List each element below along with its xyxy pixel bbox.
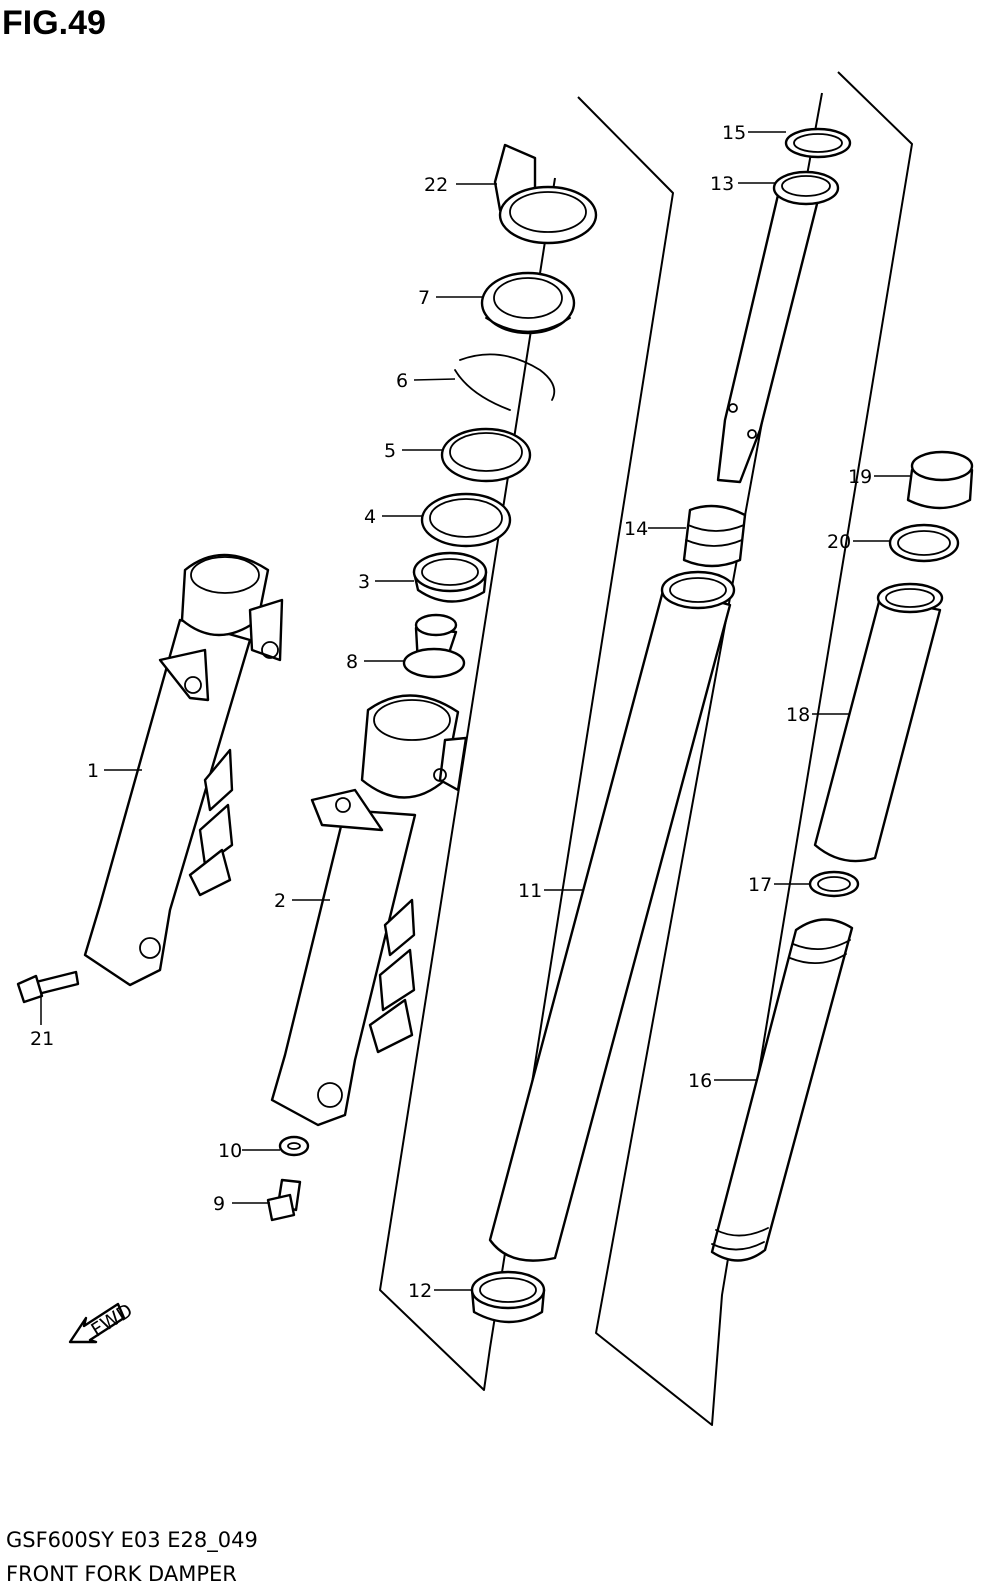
callout-9: 9 [213,1193,225,1215]
callout-14: 14 [624,518,648,540]
callout-4: 4 [364,506,376,528]
assembly-frame-right [595,71,913,1426]
callout-1: 1 [87,760,99,782]
callout-12: 12 [408,1280,432,1302]
part-12-bushing [470,1270,546,1324]
part-10-gasket [278,1135,310,1157]
part-16-fork-spring [710,918,854,1262]
fwd-label: FWD [87,1299,136,1341]
callout-15: 15 [722,122,746,144]
part-9-bolt [266,1178,302,1222]
callout-2: 2 [274,890,286,912]
part-13-damper-rod [716,170,840,484]
leader-lines [40,131,910,1291]
part-8-oil-lock-piece [402,613,466,679]
part-15-ring [784,127,852,159]
callout-16: 16 [688,1070,712,1092]
part-20-o-ring [888,523,960,563]
callout-3: 3 [358,571,370,593]
figure-title: FIG.49 [2,4,106,42]
callout-8: 8 [346,651,358,673]
callout-17: 17 [748,874,772,896]
part-11-inner-tube [488,570,736,1262]
part-2-outer-tube-right [270,694,468,1127]
callout-13: 13 [710,173,734,195]
callout-11: 11 [518,880,542,902]
callout-6: 6 [396,370,408,392]
callout-18: 18 [786,704,810,726]
callout-7: 7 [418,287,430,309]
part-3-slide-bushing [412,551,488,603]
callout-22: 22 [424,174,448,196]
part-22-fork-guide [493,143,598,245]
part-6-snap-ring [454,353,556,411]
part-14-spring [682,504,747,568]
part-21-bolt [16,970,80,1004]
callout-20: 20 [827,531,851,553]
callout-5: 5 [384,440,396,462]
callout-21: 21 [30,1028,54,1050]
callout-10: 10 [218,1140,242,1162]
part-17-washer [808,870,860,898]
model-code: GSF600SY E03 E28_049 [6,1528,258,1552]
assembly-frame-left [379,96,674,1391]
part-7-oil-seal [480,271,576,335]
part-4-bushing [420,492,512,548]
part-18-spacer [813,582,944,863]
diagram-title: FRONT FORK DAMPER [6,1562,237,1586]
part-19-cap-bolt [906,450,974,510]
part-5-oil-seal-washer [440,427,532,483]
fwd-arrow-icon [68,1302,126,1344]
callout-19: 19 [848,466,872,488]
part-1-outer-tube-left [83,553,284,987]
